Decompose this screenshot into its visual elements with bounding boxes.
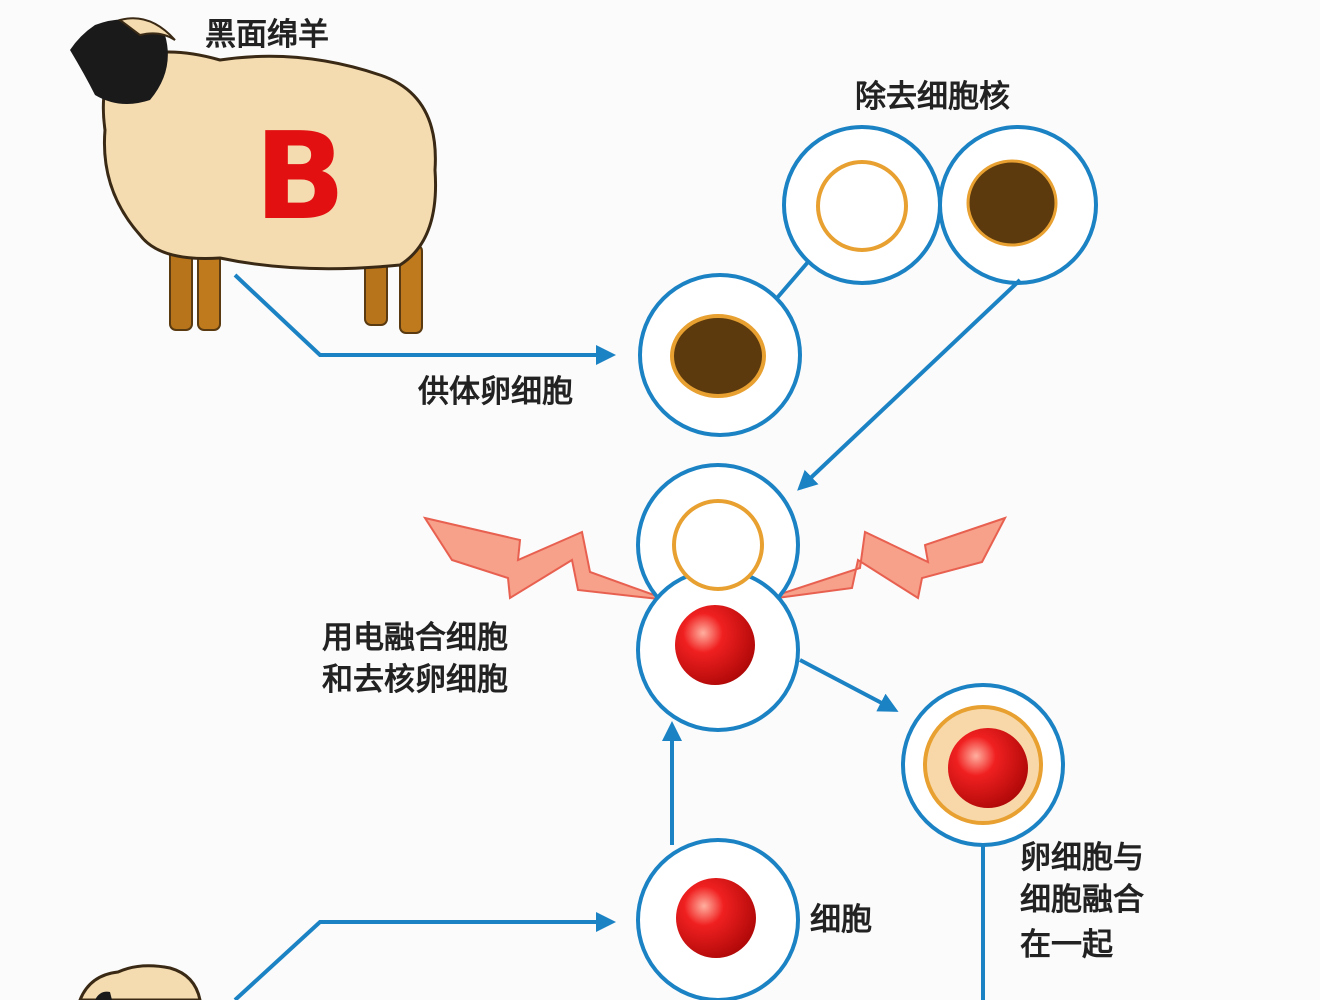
label-electro-fusion-2: 和去核卵细胞 — [322, 662, 508, 698]
enucleation-cells — [782, 125, 1098, 285]
black-faced-sheep: B — [70, 17, 438, 334]
fusion-cells — [636, 463, 800, 732]
arrow-sheep-to-egg — [233, 273, 616, 365]
label-fused-3: 在一起 — [1020, 927, 1114, 963]
label-donor-sheep: 黑面绵羊 — [205, 17, 329, 53]
arrow-to-fused-cell — [799, 658, 899, 712]
fused-cell — [901, 683, 1065, 847]
sheep-letter: B — [254, 108, 345, 247]
arrow-sheep2-to-cell — [233, 912, 616, 1000]
body-cell — [636, 838, 800, 1000]
donor-egg-cell — [638, 273, 802, 437]
lightning-bolt-left-icon — [422, 516, 669, 601]
label-fused-1: 卵细胞与 — [1020, 840, 1144, 876]
second-sheep-head — [78, 964, 202, 1000]
arrow-enucleated-to-fusion — [797, 278, 1022, 491]
label-electro-fusion-1: 用电融合细胞 — [322, 620, 508, 656]
label-cell: 细胞 — [810, 902, 872, 938]
label-donor-egg: 供体卵细胞 — [417, 374, 573, 410]
connector-egg-to-split — [775, 260, 810, 300]
label-fused-2: 细胞融合 — [1020, 882, 1144, 918]
label-remove-nucleus: 除去细胞核 — [855, 79, 1010, 115]
lightning-bolt-right-icon — [761, 516, 1008, 601]
